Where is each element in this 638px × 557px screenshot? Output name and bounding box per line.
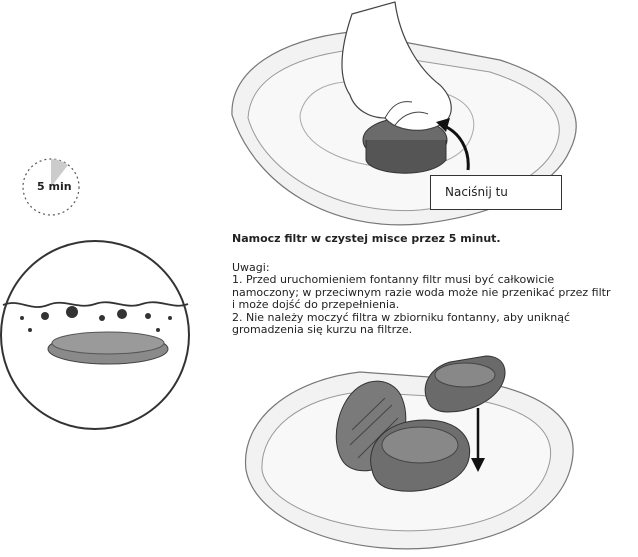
- open-filter-illustration: [0, 0, 638, 557]
